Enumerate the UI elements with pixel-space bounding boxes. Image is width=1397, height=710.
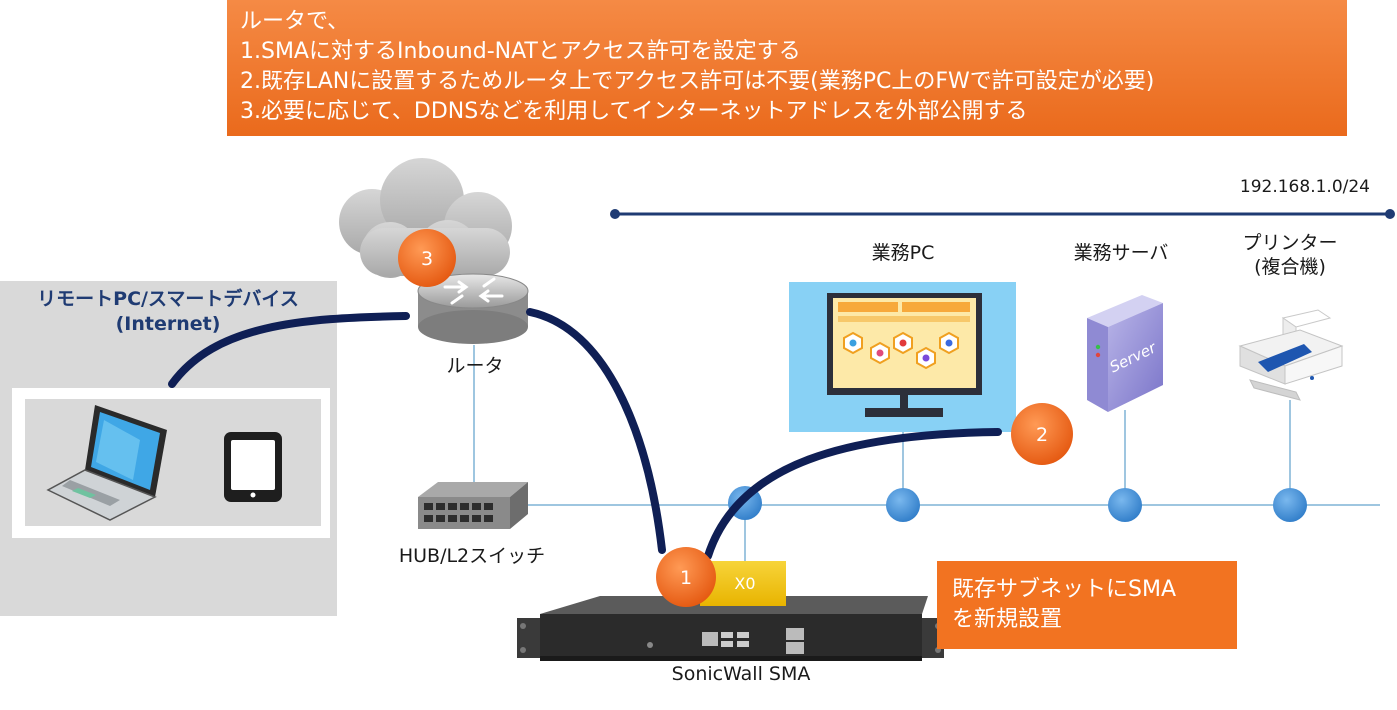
- remote-title-line2: (Internet): [116, 313, 221, 335]
- callout-box: 既存サブネットにSMA を新規設置: [937, 561, 1237, 649]
- hub-icon: [418, 482, 528, 529]
- callout-line2: を新規設置: [952, 607, 1062, 632]
- lan-node-printer: [1273, 488, 1307, 522]
- arrow-sma-to-pc: [704, 428, 1002, 560]
- sma-label: SonicWall SMA: [672, 663, 811, 685]
- hub-label: HUB/L2スイッチ: [399, 545, 545, 567]
- callout-line1: 既存サブネットにSMA: [952, 577, 1176, 602]
- step-badge-3-label: 3: [421, 248, 433, 270]
- banner-background: [227, 0, 1347, 136]
- server-icon: Server: [1087, 295, 1163, 412]
- callout-background: [937, 561, 1237, 649]
- info-banner: ルータで、 1.SMAに対するInbound-NATとアクセス許可を設定する 2…: [227, 0, 1347, 136]
- business-pc-label: 業務PC: [872, 242, 935, 264]
- printer-label-line1: プリンター: [1242, 232, 1337, 254]
- x0-port-label: X0: [734, 574, 755, 593]
- step-badge-2-label: 2: [1036, 424, 1048, 446]
- step-badge-1: 1: [656, 547, 716, 607]
- arrow-remote-to-router: [168, 312, 410, 388]
- lan-node-pc: [886, 488, 920, 522]
- laptop-icon: [46, 405, 167, 521]
- subnet-bar: [610, 209, 1395, 219]
- subnet-label: 192.168.1.0/24: [1240, 177, 1370, 197]
- sma-appliance-icon: [517, 596, 944, 661]
- step-badge-3: 3: [398, 229, 456, 287]
- router-icon: [417, 273, 529, 344]
- banner-line-0: ルータで、: [240, 9, 349, 34]
- business-pc-icon: [789, 282, 1016, 432]
- business-server-label: 業務サーバ: [1074, 242, 1169, 264]
- printer-label-line2: (複合機): [1254, 256, 1326, 278]
- tablet-icon: [224, 432, 282, 502]
- banner-line-1: 1.SMAに対するInbound-NATとアクセス許可を設定する: [240, 39, 801, 64]
- remote-title-line1: リモートPC/スマートデバイス: [37, 287, 299, 310]
- step-badge-1-label: 1: [680, 567, 692, 589]
- arrow-router-to-sma: [526, 308, 666, 554]
- banner-line-2: 2.既存LANに設置するためルータ上でアクセス許可は不要(業務PC上のFWで許可…: [240, 69, 1154, 94]
- router-label: ルータ: [446, 355, 503, 377]
- lan-node-server: [1108, 488, 1142, 522]
- remote-panel: リモートPC/スマートデバイス (Internet): [0, 281, 337, 616]
- step-badge-2: 2: [1011, 403, 1073, 465]
- banner-line-3: 3.必要に応じて、DDNSなどを利用してインターネットアドレスを外部公開する: [240, 99, 1028, 124]
- printer-icon: [1238, 309, 1344, 401]
